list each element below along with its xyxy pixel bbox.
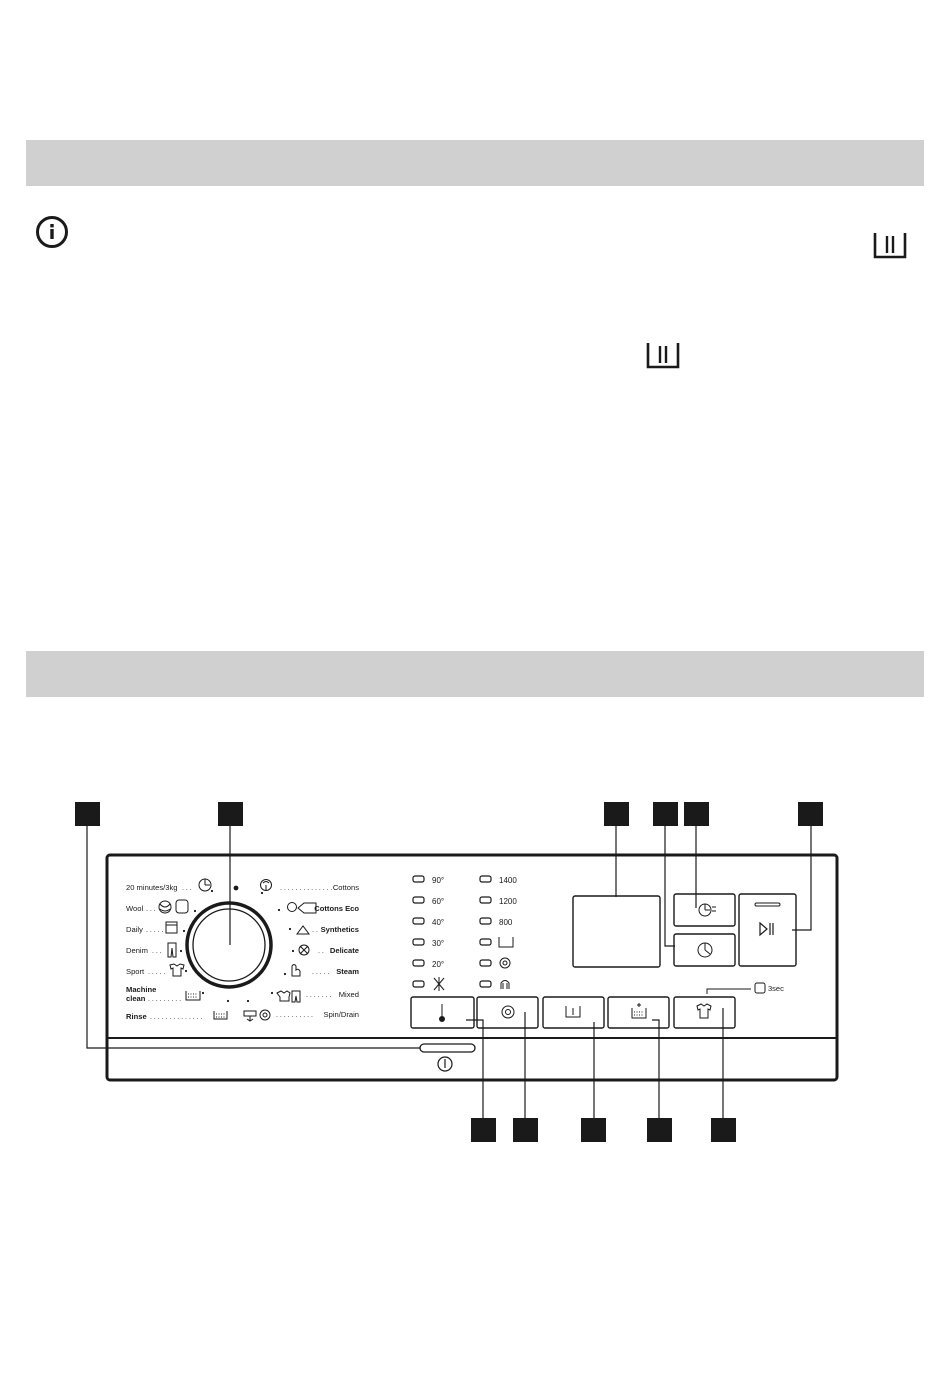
spin-drain-icon: [243, 1009, 271, 1022]
callout-box-2: [218, 802, 243, 826]
temperature-40: 40°: [432, 918, 444, 927]
control-panel-frame: [105, 853, 839, 1082]
cotton-eco-icon: [287, 902, 317, 914]
callout-box-4: [653, 802, 678, 826]
temperature-button[interactable]: [410, 996, 475, 1029]
prewash-tub-icon: [646, 343, 680, 369]
cotton-icon: [260, 879, 272, 891]
svg-text:. . .: . . .: [182, 885, 192, 892]
rinse-icon: [213, 1011, 228, 1020]
jeans-icon: [167, 942, 177, 958]
child-lock-icon: [754, 982, 766, 994]
time-manager-button[interactable]: [673, 893, 736, 927]
synthetics-icon: [296, 925, 310, 935]
spin-icon: [501, 1005, 515, 1019]
programme-label-left: Denim: [126, 946, 148, 955]
prewash-icon: [565, 1006, 581, 1018]
programme-label-left: Sport: [126, 967, 145, 976]
callout-box-1: [75, 802, 100, 826]
programme-dial[interactable]: [185, 901, 273, 989]
steam-icon: [291, 964, 301, 977]
programme-label-right: Spin/Drain: [324, 1010, 359, 1019]
callout-box-11: [711, 1118, 736, 1142]
spin-800: 800: [499, 918, 513, 927]
callout-box-6: [798, 802, 823, 826]
temperature-60: 60°: [432, 897, 444, 906]
programme-label-left: Wool: [126, 904, 143, 913]
section-header-bar: [26, 140, 924, 186]
svg-text:. . . . . . . . .: . . . . . . . . .: [148, 996, 181, 1003]
extra-rinse-icon: [631, 1003, 647, 1019]
extra-rinse-button[interactable]: [607, 996, 670, 1029]
svg-text:. . . . . . . . . . . . . .: . . . . . . . . . . . . . .: [280, 885, 333, 892]
control-panel-diagram: 20 minutes/3kg . . . Wool . . . Daily . …: [75, 802, 839, 1142]
cold-icon: [433, 977, 445, 991]
programme-label-left: 20 minutes/3kg: [126, 883, 178, 892]
programme-label-right: Synthetics: [321, 925, 359, 934]
callout-box-5: [684, 802, 709, 826]
calendar-icon: [165, 921, 178, 934]
tshirt-icon: [696, 1003, 712, 1019]
svg-text:. . . . .: . . . . .: [146, 927, 164, 934]
prewash-tub-icon: [873, 233, 907, 259]
callout-box-8: [513, 1118, 538, 1142]
prewash-button[interactable]: [542, 996, 605, 1029]
callout-box-3: [604, 802, 629, 826]
svg-text:. . .: . . .: [146, 906, 156, 913]
programme-label-right: Mixed: [339, 990, 359, 999]
child-lock-hint: 3sec: [768, 984, 784, 993]
wool-icon: [158, 899, 189, 914]
spin-1200: 1200: [499, 897, 517, 906]
svg-text:. . . . . . .: . . . . . . .: [306, 992, 331, 999]
anti-crease-button[interactable]: [673, 996, 736, 1029]
delay-start-icon: [697, 942, 713, 958]
programme-label-right: Steam: [336, 967, 359, 976]
svg-text:. . . . .: . . . . .: [148, 969, 166, 976]
delay-start-button[interactable]: [673, 933, 736, 967]
svg-text:. . .: . . .: [152, 948, 162, 955]
svg-text:. . . . . . . . . .: . . . . . . . . . .: [276, 1012, 313, 1019]
programme-label-right: Delicate: [330, 946, 359, 955]
section-header-bar: [26, 651, 924, 697]
power-icon: [437, 1056, 453, 1072]
on-off-button[interactable]: [419, 1043, 476, 1053]
svg-text:. .: . .: [312, 927, 318, 934]
start-pause-button[interactable]: [738, 893, 797, 967]
thermometer-icon: [439, 1004, 445, 1022]
night-icon: [500, 980, 510, 989]
timer-icon: [198, 878, 212, 892]
display: [572, 895, 661, 968]
info-icon: [36, 216, 68, 248]
svg-text:. . . . . . . . . . . . . .: . . . . . . . . . . . . . .: [150, 1014, 203, 1021]
programme-label-left: Machine: [126, 985, 156, 994]
callout-box-9: [581, 1118, 606, 1142]
svg-text:. .: . .: [318, 948, 324, 955]
time-manager-icon: [698, 903, 716, 917]
rinse-hold-icon: [498, 937, 514, 948]
spin-off-icon: [499, 957, 511, 969]
programme-label-left: clean: [126, 994, 146, 1003]
callout-box-7: [471, 1118, 496, 1142]
svg-text:. . . . .: . . . . .: [312, 969, 330, 976]
tub-icon: [185, 991, 201, 1001]
spin-1400: 1400: [499, 876, 517, 885]
spin-button[interactable]: [476, 996, 539, 1029]
delicate-icon: [298, 944, 310, 956]
temperature-20: 20°: [432, 960, 444, 969]
programme-label-left: Rinse: [126, 1012, 147, 1021]
tshirt-icon: [169, 963, 185, 977]
temperature-30: 30°: [432, 939, 444, 948]
temperature-90: 90°: [432, 876, 444, 885]
callout-box-10: [647, 1118, 672, 1142]
play-pause-icon: [759, 921, 774, 937]
mixed-icon: [276, 990, 301, 1003]
programme-label-left: Daily: [126, 925, 143, 934]
programme-label-right: Cottons Eco: [314, 904, 359, 913]
programme-label-right: Cottons: [333, 883, 359, 892]
